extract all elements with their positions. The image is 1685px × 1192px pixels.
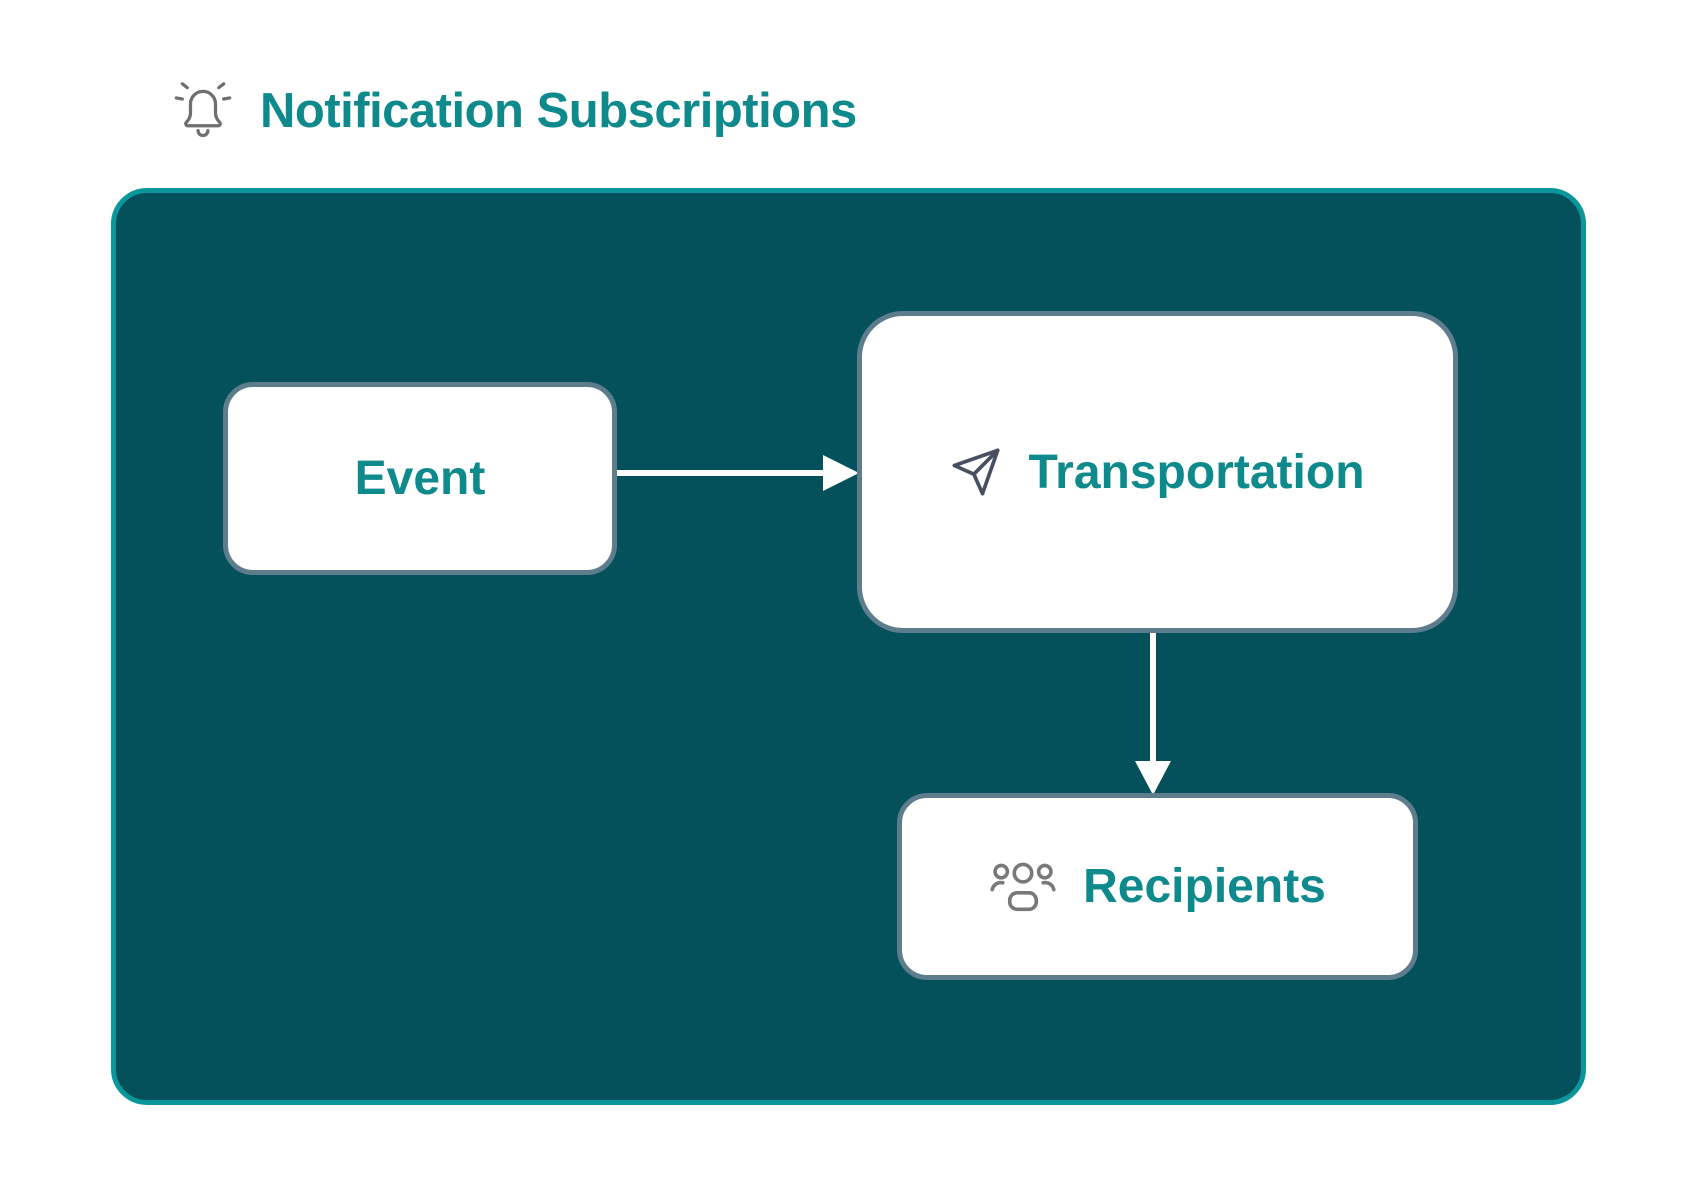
node-transportation: Transportation — [857, 311, 1458, 633]
paper-plane-icon — [952, 448, 1000, 496]
node-event: Event — [223, 382, 617, 575]
page-title: Notification Subscriptions — [260, 84, 857, 138]
node-event-label: Event — [354, 452, 486, 505]
page-header: Notification Subscriptions — [168, 74, 857, 148]
people-group-icon — [990, 862, 1056, 911]
node-recipients-label: Recipients — [1083, 860, 1326, 913]
node-transportation-label: Transportation — [1028, 445, 1365, 499]
edge-event-to-transportation — [612, 455, 859, 491]
edge-transportation-to-recipients — [1135, 633, 1171, 795]
bell-ring-icon — [174, 82, 232, 138]
diagram-container: Event Transportation Recipients — [111, 188, 1586, 1105]
node-recipients: Recipients — [897, 793, 1418, 980]
